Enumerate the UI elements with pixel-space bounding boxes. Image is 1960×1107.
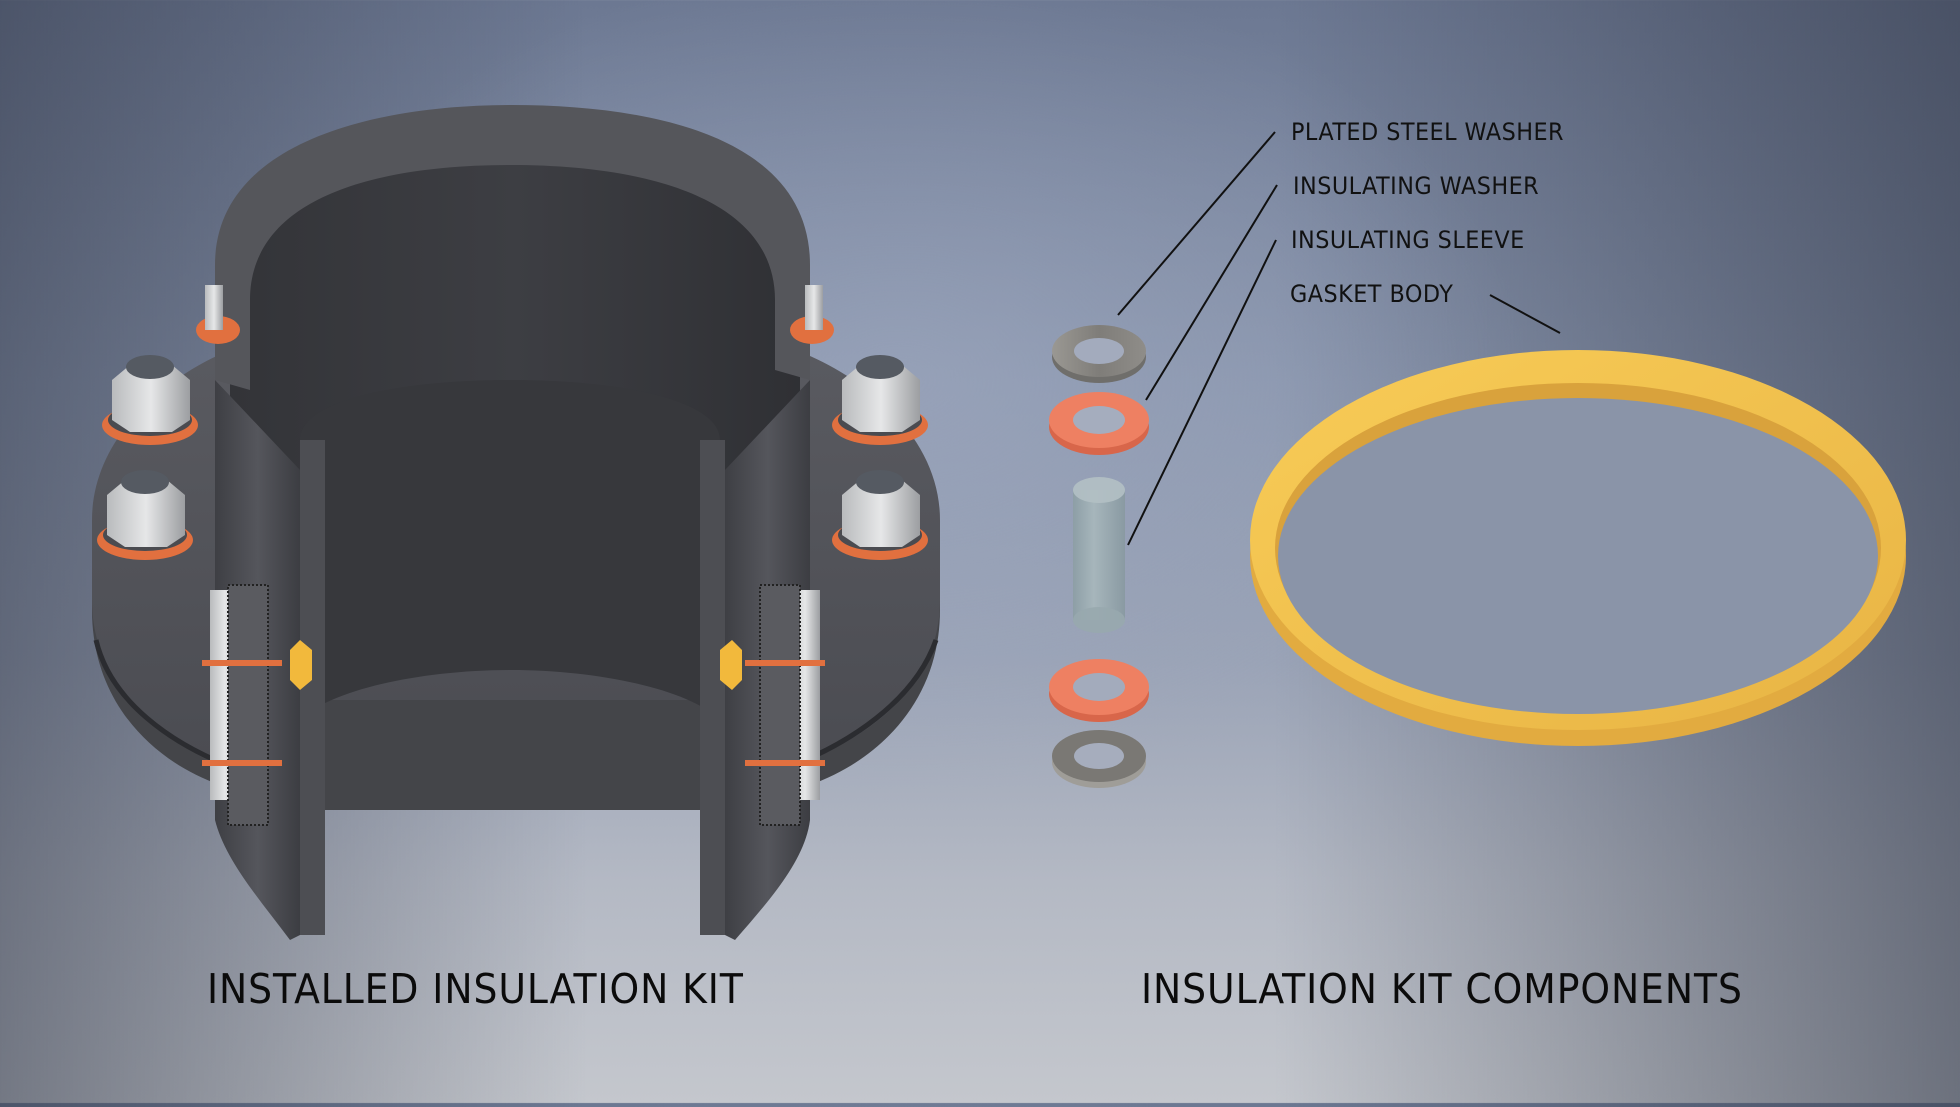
plated-steel-washer-top: [1052, 325, 1146, 383]
leader-line-insulating-washer: [1145, 184, 1278, 401]
pipe-right-cut-face: [700, 440, 725, 935]
bolt-nut-rear: [196, 285, 834, 344]
caption-kit-components: INSULATION KIT COMPONENTS: [1141, 965, 1743, 1013]
insulating-washer-bottom: [1049, 659, 1149, 722]
components-exploded: [1049, 131, 1906, 788]
bolt-nut: [97, 470, 193, 560]
bolt-nut: [102, 355, 198, 445]
pipe-inner-front: [300, 380, 720, 720]
pipe-rim: [215, 105, 810, 390]
label-insulating-sleeve: INSULATING SLEEVE: [1291, 226, 1525, 254]
leader-line-gasket: [1489, 294, 1561, 334]
installed-assembly: [92, 105, 940, 940]
leader-line-steel-washer: [1117, 131, 1276, 316]
insulating-washer-top: [1049, 392, 1149, 455]
sectioned-bolt-right: [720, 584, 825, 826]
caption-installed-kit: INSTALLED INSULATION KIT: [207, 965, 744, 1013]
label-insulating-washer: INSULATING WASHER: [1293, 172, 1540, 200]
pipe-left-cut-face: [300, 440, 325, 935]
bolt-nut: [832, 355, 928, 445]
label-plated-steel-washer: PLATED STEEL WASHER: [1291, 118, 1565, 146]
plated-steel-washer-bottom: [1052, 730, 1146, 788]
leader-line-sleeve: [1127, 239, 1277, 546]
bolt-nut: [832, 470, 928, 560]
insulating-sleeve: [1073, 477, 1125, 633]
sectioned-bolt-left: [202, 584, 312, 826]
label-gasket-body: GASKET BODY: [1290, 280, 1454, 308]
gasket-body: [1250, 350, 1906, 746]
